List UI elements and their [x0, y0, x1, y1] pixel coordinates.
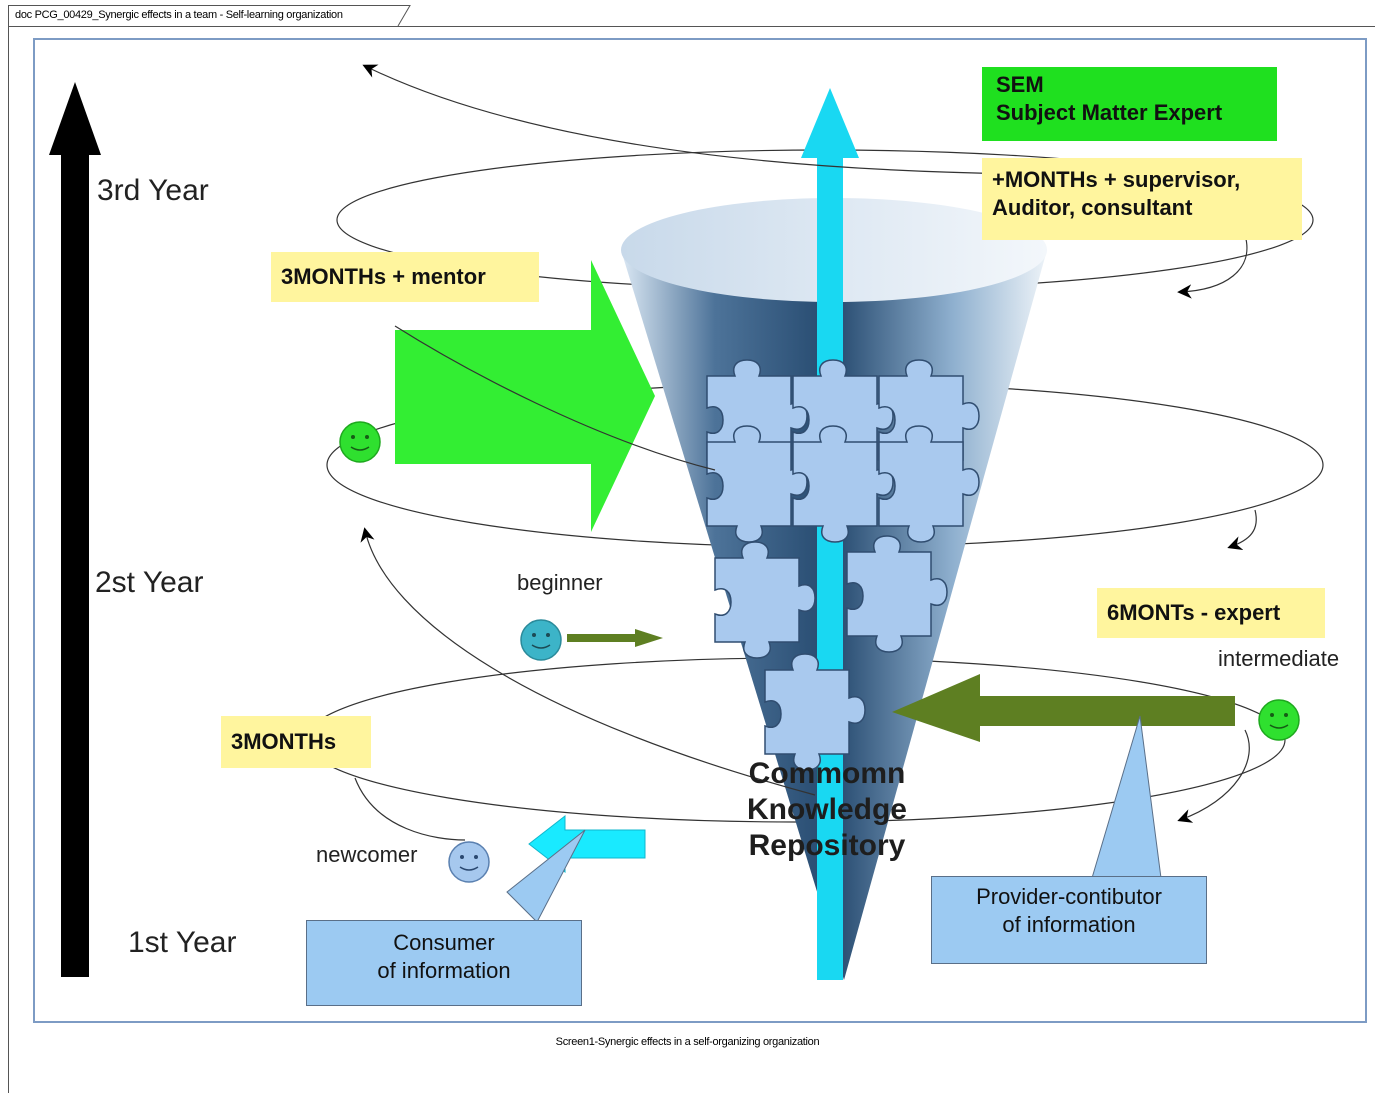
consumer-callout-line1: Consumer — [393, 930, 495, 955]
repository-line2: Knowledge — [746, 793, 907, 826]
beginner-arrow — [567, 629, 663, 647]
year-label-third: 3rd Year — [97, 174, 209, 207]
consumer-callout-line2: of information — [377, 958, 511, 983]
diagram-graphics — [49, 64, 1324, 980]
supervisor-note: +MONTHs + supervisor, Auditor, consultan… — [982, 158, 1302, 240]
provider-callout: Provider-contibutor of information — [931, 876, 1207, 964]
repository-line1: Commomn — [748, 757, 906, 790]
frame-top-border — [8, 26, 1375, 27]
tab-outline — [8, 5, 411, 27]
diagram-canvas: 3rd Year 2st Year 1st Year SEM Subject M… — [33, 38, 1367, 1023]
three-months-note: 3MONTHs — [221, 716, 371, 768]
sem-subtitle: Subject Matter Expert — [996, 100, 1223, 125]
supervisor-note-line1: +MONTHs + supervisor, — [992, 167, 1241, 192]
year-label-second: 2st Year — [95, 566, 204, 599]
sem-title: SEM — [996, 72, 1044, 97]
year-label-first: 1st Year — [128, 926, 237, 959]
sem-box: SEM Subject Matter Expert — [982, 67, 1277, 141]
provider-callout-line1: Provider-contibutor — [976, 884, 1162, 909]
year-arrow — [49, 82, 101, 977]
newcomer-label: newcomer — [316, 842, 418, 867]
mentor-note: 3MONTHs + mentor — [271, 252, 539, 302]
beginner-label: beginner — [517, 570, 603, 595]
repository-line3: Repository — [748, 829, 906, 862]
smiley-blue-newcomer-icon — [448, 841, 490, 883]
expert-note: 6MONTs - expert — [1097, 588, 1325, 638]
smiley-green-intermediate-icon — [1258, 699, 1300, 741]
mentor-arrow — [395, 260, 655, 532]
smiley-teal-beginner-icon — [520, 619, 562, 661]
intermediate-label: intermediate — [1218, 646, 1340, 671]
tab-title: doc PCG_00429_Synergic effects in a team… — [15, 9, 343, 21]
growth-arrow — [801, 88, 859, 980]
supervisor-note-line2: Auditor, consultant — [992, 195, 1193, 220]
frame-left-border — [8, 26, 9, 1093]
consumer-callout: Consumer of information — [306, 920, 582, 1006]
smiley-green-left-icon — [339, 421, 381, 463]
contribution-arrow — [892, 674, 1235, 742]
repository-label: Commomn Knowledge Repository — [707, 756, 947, 864]
provider-callout-line2: of information — [1002, 912, 1136, 937]
figure-caption: Screen1-Synergic effects in a self-organ… — [555, 1036, 820, 1048]
